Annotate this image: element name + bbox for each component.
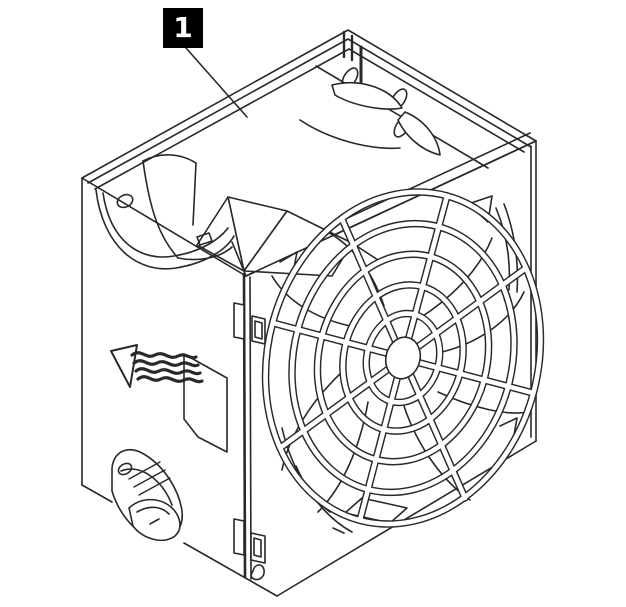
fan-hub [384, 336, 422, 380]
label-plate [183, 353, 228, 453]
top-rim-line [87, 38, 532, 184]
callout-leader-line [185, 47, 248, 118]
top-corner-notch [342, 30, 354, 62]
callout-1-box: 1 [163, 8, 203, 48]
fan-blades-top-view [299, 81, 441, 156]
airflow-arrow-icon [110, 344, 204, 388]
front-face [229, 140, 577, 597]
bottom-left-edge [81, 484, 278, 597]
front-left-rail-inner [249, 276, 252, 580]
callout-1-label: 1 [173, 11, 193, 44]
latch-clip-upper [233, 302, 266, 345]
top-rim-inner-line [94, 48, 525, 190]
handle-scallop-top [95, 189, 247, 277]
fan-guard-grille [229, 161, 577, 555]
release-latch [111, 449, 183, 542]
latch-clip-lower [233, 518, 266, 564]
drain-hole [250, 564, 265, 581]
mounting-hole [116, 193, 134, 209]
left-face [81, 177, 278, 597]
